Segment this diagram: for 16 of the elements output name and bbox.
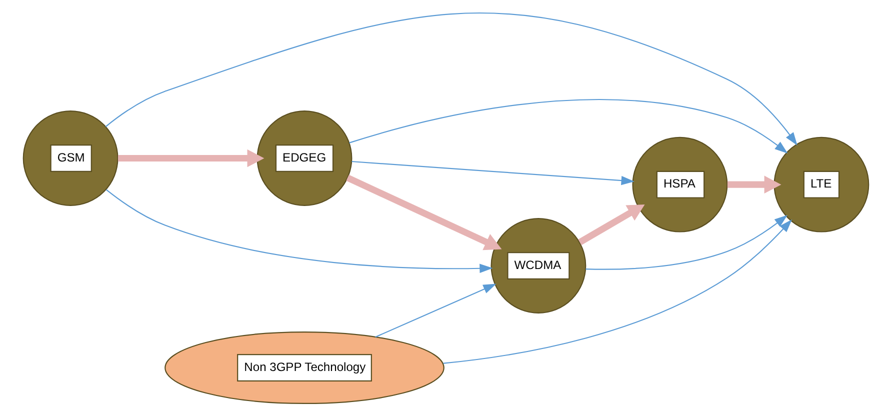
arrow [442,219,792,364]
node-ellipse: Non 3GPP Technology [164,332,444,404]
arrow [374,284,496,338]
arrow [578,204,644,246]
arrow [118,149,264,168]
arrow [351,160,634,186]
node-circle: GSM [22,110,118,206]
node-circle: WCDMA [490,218,586,314]
arrow [585,214,788,270]
node-circle: HSPA [632,136,728,232]
arrow [104,12,797,146]
arrow [105,189,492,273]
arrow [348,99,788,154]
node-circle: EDGEG [256,110,352,206]
arrow [726,176,781,194]
arrow [346,174,502,250]
